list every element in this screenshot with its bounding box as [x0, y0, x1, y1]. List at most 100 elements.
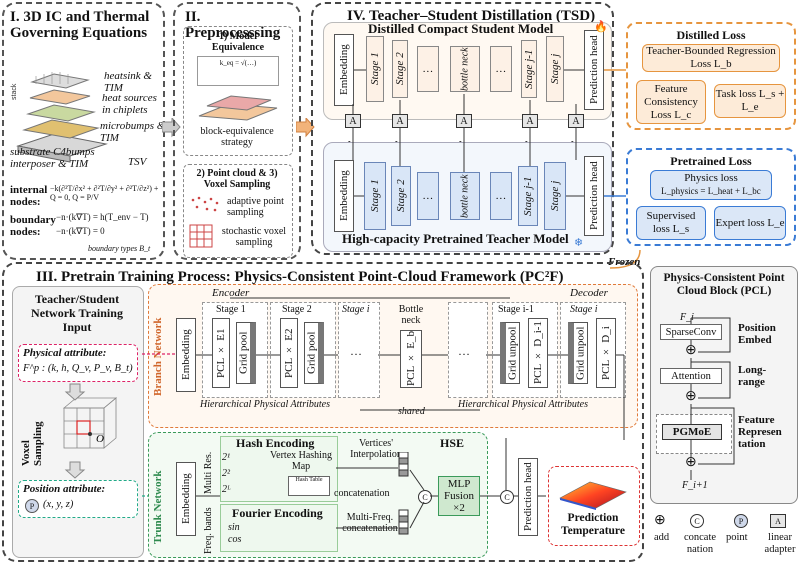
position-embed-label: Position Embed [738, 322, 776, 346]
internal-nodes-label: internal nodes: [10, 184, 48, 208]
flame-icon: 🔥 [594, 21, 608, 33]
add-symbol-2: ⊕ [685, 389, 697, 404]
step-point-cloud-voxel: 2) Point cloud & 3) Voxel Sampling [196, 168, 278, 190]
expert-loss: Expert loss L_e [714, 206, 786, 240]
position-attribute-equation: (x, y, z) [43, 499, 74, 510]
legend-point-text: point [726, 532, 748, 543]
pcl-block-title: Physics-Consistent Point Cloud Block (PC… [663, 272, 785, 297]
concat-symbol-trunk: C [418, 490, 432, 504]
stage2-label: Stage 2 [282, 304, 312, 315]
arrow-panel1-to-panel2 [162, 118, 181, 138]
legend-concat-text: concate nation [683, 532, 717, 555]
arrow-panel2-to-panel4 [296, 118, 315, 138]
stagei-dec-label: Stage i [570, 304, 598, 315]
boundary-equation-2: −n·(k∇T) = 0 [56, 226, 105, 236]
internal-nodes-equation: −k(∂²T/∂x² + ∂²T/∂y² + ∂²T/∂z²) + Q = 0,… [50, 184, 159, 202]
hier-attr-left: Hierarchical Physical Attributes [200, 399, 330, 410]
voxel-cube-illustration: O [62, 397, 118, 449]
pcl-f-out: F_i+1 [682, 480, 708, 491]
task-loss: Task loss L_s + L_e [714, 84, 786, 118]
voxel-arrows [64, 383, 86, 479]
feature-representation-label: Feature Represen tation [738, 414, 782, 450]
layer-heat-sources: heat sources in chiplets [102, 92, 157, 116]
training-input-title: Teacher/Student Network Training Input [31, 292, 123, 334]
level-2-L: 2ᴸ [222, 484, 231, 495]
student-stage-dots-2: … [490, 46, 512, 92]
sin-label: sin [228, 522, 240, 533]
temperature-map [559, 481, 627, 510]
bottleneck-label: Bottle neck [398, 304, 424, 326]
concat-symbol-head: C [500, 490, 514, 504]
panel-pretrain: III. Pretrain Training Process: Physics-… [2, 262, 644, 562]
mlp-fusion: MLP Fusion ×2 [438, 476, 480, 516]
hash-concatenation: concatenation [334, 488, 390, 499]
teacher-stage-dots-1: … [417, 172, 439, 220]
position-attribute-label: Position attribute: [23, 483, 106, 495]
cos-label: cos [228, 534, 242, 545]
physical-attribute-box: Physical attribute: F^p : (k, h, Q_v, P_… [18, 344, 138, 382]
boundary-nodes-label: boundary nodes: [10, 214, 56, 238]
panel-governing-equations: I. 3D IC and Thermal Governing Equations… [2, 2, 165, 260]
supervised-loss: Supervised loss L_s [636, 206, 706, 240]
distilled-loss-panel: Distilled Loss Teacher-Bounded Regressio… [626, 22, 796, 130]
hash-encoding-title: Hash Encoding [236, 436, 315, 450]
layer-heatsink: heatsink & TIM [104, 70, 152, 94]
encoder-label: Encoder [212, 287, 250, 299]
adapter-a-2: A [392, 114, 408, 128]
block-equivalence-strategy: block-equivalence strategy [200, 126, 274, 148]
adapter-a-5: A [568, 114, 584, 128]
pgmoe-box: PGMoE [662, 424, 722, 440]
panel1-title: I. 3D IC and Thermal Governing Equations [10, 9, 150, 41]
stagei-label: Stage i [342, 304, 370, 315]
position-attribute-box: Position attribute: P (x, y, z) [18, 480, 138, 518]
student-model-title: Distilled Compact Student Model [368, 21, 554, 36]
student-stage-dots-1: … [417, 46, 439, 92]
legend-adapter-text: linear adapter [764, 532, 796, 555]
sparseconv-box: SparseConv [660, 324, 722, 340]
chip-stack-illustration: stack [11, 72, 108, 163]
svg-text:O: O [96, 433, 104, 445]
model-equivalence-box [183, 26, 293, 156]
block-equivalence-illustration [198, 95, 278, 121]
layer-tsv: TSV [128, 156, 147, 168]
level-2-1: 2¹ [222, 452, 230, 463]
point-icon: P [25, 499, 39, 513]
adapter-a-4: A [522, 114, 538, 128]
teacher-bounded-loss: Teacher-Bounded Regression Loss L_b [642, 44, 780, 72]
boundary-types-label: boundary types B_t [88, 244, 151, 253]
prediction-temperature-label: Prediction Temperature [561, 512, 625, 537]
voxel-grid-illustration [189, 224, 213, 248]
fourier-encoding-title: Fourier Encoding [232, 506, 323, 520]
svg-text:stack: stack [11, 83, 18, 100]
pcl-f-in: F_i [680, 312, 694, 323]
attention-box: Attention [660, 368, 722, 384]
point-cloud-box [183, 164, 293, 258]
legend-concat-symbol: C [690, 514, 704, 528]
layer-substrate: substrate C4bumps interposer & TIM [10, 146, 95, 170]
hse-label: HSE [440, 436, 465, 450]
level-2-2: 2² [222, 468, 230, 479]
pretrained-loss-title: Pretrained Loss [670, 154, 752, 168]
stagei-container [338, 302, 380, 398]
shared-label: shared [398, 406, 425, 417]
legend-add-text: add [654, 532, 670, 543]
physics-loss: Physics loss L_physics = L_heat + L_bc [650, 170, 772, 200]
add-symbol-1: ⊕ [685, 343, 697, 358]
teacher-stage-dots-2: … [490, 172, 512, 220]
panel3-title: III. Pretrain Training Process: Physics-… [36, 269, 564, 285]
adaptive-point-sampling: adaptive point sampling [227, 196, 284, 218]
adapter-a-1: A [345, 114, 361, 128]
distilled-loss-title: Distilled Loss [676, 28, 746, 42]
feature-vectors [398, 452, 409, 535]
vertices-interpolation: Vertices' Interpolation [350, 438, 402, 460]
pretrained-loss-panel: Pretrained Loss Physics loss L_physics =… [626, 148, 796, 246]
vertex-hashing-map: Vertex Hashing Map [270, 450, 332, 472]
decoder-label: Decoder [570, 287, 608, 299]
physics-loss-label: Physics loss [684, 172, 738, 184]
snowflake-icon: ❄ [574, 237, 584, 249]
teacher-model-title: High-capacity Pretrained Teacher Model [342, 231, 569, 246]
stage1-label: Stage 1 [216, 304, 246, 315]
